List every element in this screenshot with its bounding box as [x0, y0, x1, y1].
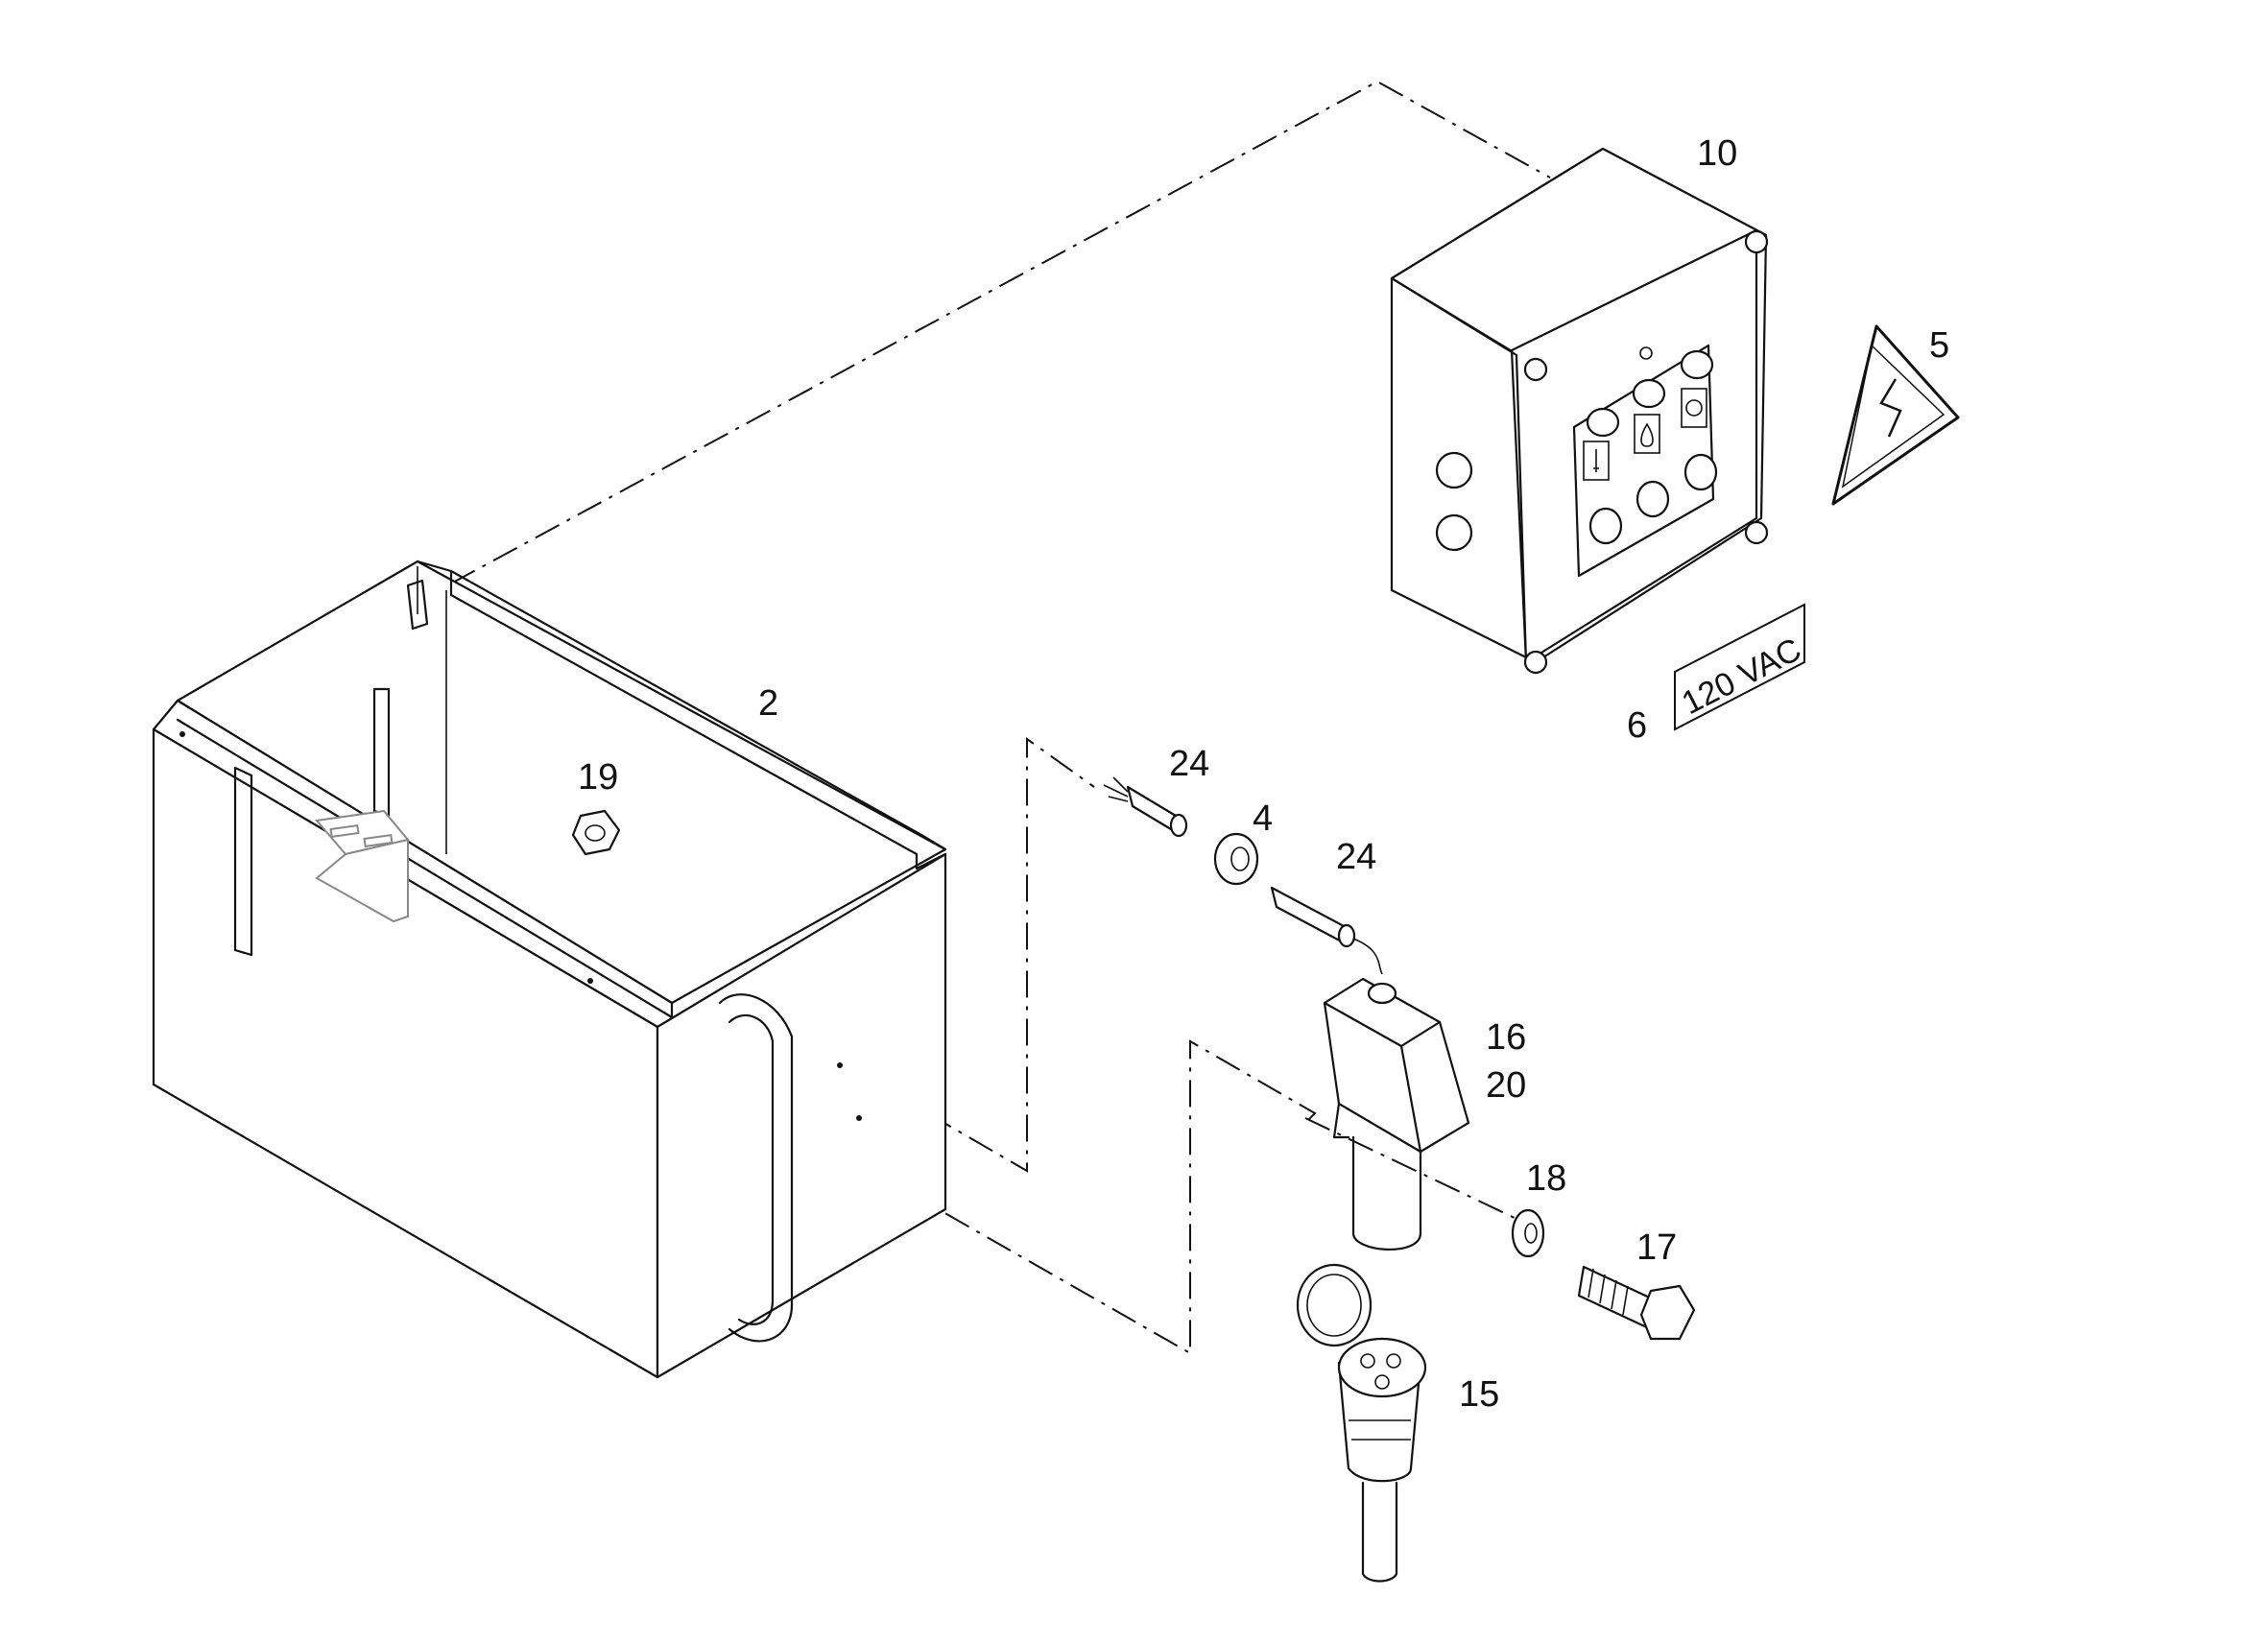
leader-socket	[820, 1039, 1317, 1355]
plug-latch	[1332, 1102, 1350, 1139]
tank-handle-inner	[728, 1013, 775, 1325]
thermometer-icon	[1583, 441, 1610, 481]
callout-19: 19	[578, 757, 618, 798]
tank-screw	[179, 731, 185, 737]
socket-15	[1296, 1263, 1427, 1583]
high-voltage-warning-icon	[1831, 324, 1960, 506]
bolt-17	[1577, 1265, 1696, 1341]
panel-lamp	[1680, 349, 1714, 380]
tank-mounting-bracket	[315, 809, 410, 923]
plug-edges	[1323, 1001, 1442, 1154]
callout-5: 5	[1929, 325, 1949, 366]
tank-handle	[718, 993, 794, 1343]
plug-sleeve	[1351, 1135, 1422, 1251]
leader-tank-to-control-box	[450, 80, 1551, 584]
socket-ribs	[1349, 1419, 1411, 1441]
selector-knob	[1588, 507, 1623, 545]
cable-sleeve-24b	[1270, 886, 1383, 975]
voltage-tag: 120 VAC	[1674, 603, 1807, 731]
plug-housing	[1323, 977, 1470, 1251]
cable-gland	[1435, 451, 1473, 489]
tank-top-clip	[406, 579, 429, 631]
callout-24a: 24	[1169, 744, 1209, 784]
plug-body	[1323, 977, 1470, 1154]
tank	[152, 560, 947, 1379]
tank-front-lip	[176, 718, 674, 1019]
panel-lamp	[1632, 378, 1666, 409]
leader-washer-18	[1304, 1117, 1517, 1220]
cable-sleeve-24a	[1103, 776, 1188, 838]
box-corner-screw	[1744, 229, 1769, 254]
tank-right-face	[656, 852, 947, 1379]
tank-screw	[587, 978, 593, 984]
control-box	[1390, 147, 1769, 675]
callout-4: 4	[1253, 798, 1273, 839]
callout-10: 10	[1697, 133, 1737, 174]
callout-labels: 2 4 5 6 10 15 16 17 18 19 20 24 24	[578, 133, 1949, 1415]
tank-hole	[837, 1062, 843, 1068]
socket-body	[1337, 1361, 1422, 1483]
callout-24b: 24	[1336, 837, 1376, 877]
callout-15: 15	[1459, 1374, 1499, 1415]
callout-17: 17	[1636, 1227, 1677, 1268]
selector-knob	[1635, 480, 1670, 518]
socket-face	[1337, 1337, 1427, 1398]
callout-16: 16	[1486, 1017, 1526, 1058]
pump-icon	[1681, 388, 1707, 428]
grommet-4	[1213, 832, 1259, 886]
tank-back-rim	[416, 560, 947, 851]
tank-back-lip	[449, 569, 947, 870]
box-corner-screw	[1523, 650, 1548, 675]
socket-cable	[1361, 1481, 1398, 1583]
box-corner-screw	[1523, 357, 1548, 382]
washer-18	[1511, 1208, 1545, 1258]
box-corner-screw	[1744, 520, 1769, 545]
hex-nut-19	[571, 809, 621, 856]
callout-2: 2	[758, 683, 778, 724]
panel-indicator	[1639, 346, 1653, 360]
box-edge	[1390, 276, 1528, 664]
selector-knob	[1683, 453, 1718, 491]
water-drop-icon	[1634, 414, 1660, 454]
tank-hole	[856, 1115, 862, 1121]
socket-cap	[1296, 1263, 1373, 1347]
tank-side-bar	[233, 766, 253, 957]
callout-20: 20	[1486, 1065, 1526, 1106]
panel-lamp	[1586, 407, 1620, 438]
plug-gland	[1367, 982, 1397, 1005]
callout-6: 6	[1627, 705, 1647, 746]
callout-18: 18	[1526, 1158, 1566, 1199]
cable-gland	[1435, 513, 1473, 552]
